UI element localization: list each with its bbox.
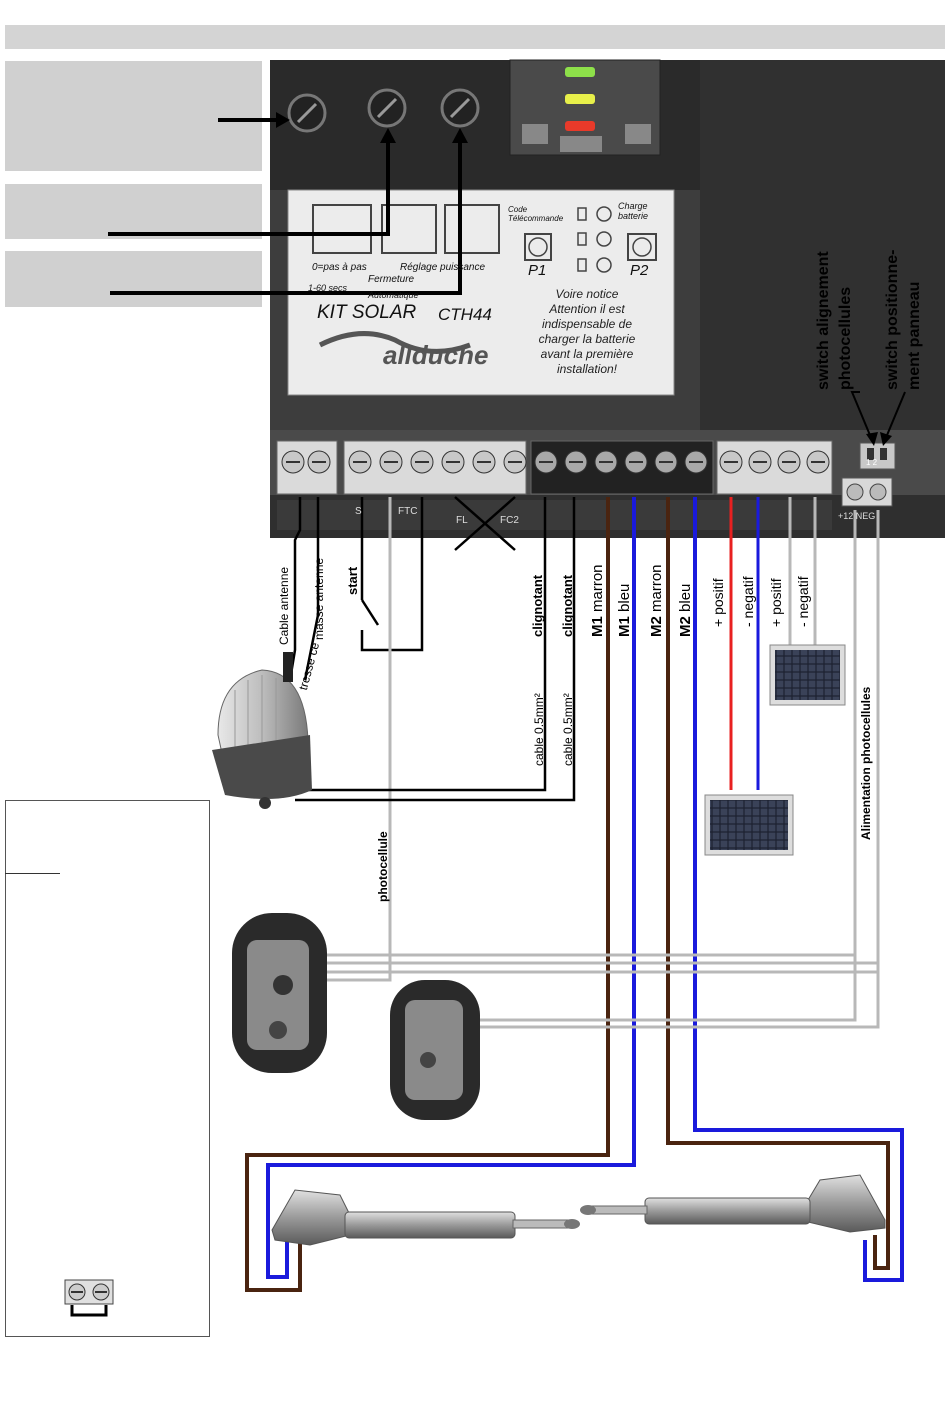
m1-bleu-label: M1 bleu <box>616 584 633 637</box>
start-label: start <box>345 566 360 595</box>
dip-switch-digits: 1 2 <box>866 458 878 467</box>
m2-marron-num: M2 <box>648 616 665 637</box>
legend-divider <box>5 873 60 874</box>
switch-photocell-label-1: switch alignement <box>815 251 832 390</box>
m1-marron-num: M1 <box>589 616 606 637</box>
potentiometer-icon <box>287 88 480 133</box>
legend-box <box>5 800 210 1337</box>
m2-bleu-label: M2 bleu <box>677 584 694 637</box>
terminal-label-fc2: FC2 <box>500 515 519 526</box>
solar-panel-icon <box>704 644 846 856</box>
cable-section-label-2: cable 0.5mm² <box>561 693 575 766</box>
pot-label-5: Automatique <box>368 290 419 300</box>
actuator-icon <box>271 1174 886 1246</box>
m1-bleu-num: M1 <box>616 616 633 637</box>
p1-label: P1 <box>528 262 547 279</box>
masse-antenne-label: masse antenne <box>312 557 326 640</box>
notice-line: installation! <box>556 362 618 376</box>
pot-label-4: 1-60 secs <box>308 283 348 293</box>
photocell-icon <box>232 913 480 1120</box>
photocellule-label: photocellule <box>376 831 390 902</box>
supply-label: +12 NEG <box>838 511 876 521</box>
m2-bleu-text: bleu <box>677 583 694 612</box>
pot-label-1: 0=pas à pas <box>312 262 367 273</box>
m2-marron-text: marron <box>648 564 665 612</box>
terminal-block-icon <box>276 440 833 495</box>
side-box-bottom <box>5 251 262 307</box>
negatif-label-1: - negatif <box>740 576 756 627</box>
alimentation-label: Alimentation photocellules <box>859 686 873 840</box>
model-name: CTH44 <box>438 305 492 324</box>
notice-line: Attention il est <box>549 302 625 316</box>
side-box-top <box>5 61 262 171</box>
pot-label-3: Réglage puissance <box>400 262 486 273</box>
terminal-label-s: S <box>355 506 362 517</box>
m1-bleu-text: bleu <box>616 583 633 612</box>
notice-line: Voire notice <box>555 287 619 301</box>
switch-photocell-label-2: photocellules <box>837 286 854 390</box>
terminal-block-icon <box>64 1279 114 1317</box>
notice-line: indispensable de <box>541 317 633 331</box>
p2-label: P2 <box>630 262 649 279</box>
positif-label-1: + positif <box>710 578 726 627</box>
side-box-middle <box>5 184 262 239</box>
m2-bleu-num: M2 <box>677 616 694 637</box>
flash-lamp-icon <box>212 652 312 809</box>
switch-panel-label-1: switch positionne- <box>884 249 901 390</box>
remote-label: Code Télécommande <box>508 205 564 223</box>
pot-label-2: Fermeture <box>368 274 415 285</box>
notice-line: charger la batterie <box>538 332 636 346</box>
m1-marron-label: M1 marron <box>589 564 606 637</box>
switch-panel-label-2: ment panneau <box>906 281 923 390</box>
push-button-icon <box>528 206 652 273</box>
header-bar <box>5 25 945 49</box>
notice-line: avant la première <box>540 347 634 361</box>
positif-label-2: + positif <box>768 578 784 627</box>
cable-antenne-label: Cable antenne <box>277 566 291 645</box>
clignotant-label-2: clignotant <box>560 574 575 637</box>
charge-label: Charge batterie <box>618 201 649 221</box>
brand-name: allduche <box>383 340 489 370</box>
cable-section-label-1: cable 0.5mm² <box>532 693 546 766</box>
negatif-label-2: - negatif <box>795 576 811 627</box>
kit-name: KIT SOLAR <box>317 302 417 323</box>
terminal-label-ftc: FTC <box>398 506 418 517</box>
terminal-label-fl: FL <box>456 515 468 526</box>
board-notice: Voire notice Attention il est indispensa… <box>512 287 662 377</box>
m2-marron-label: M2 marron <box>648 564 665 637</box>
m1-marron-text: marron <box>589 564 606 612</box>
clignotant-label-1: clignotant <box>530 574 545 637</box>
